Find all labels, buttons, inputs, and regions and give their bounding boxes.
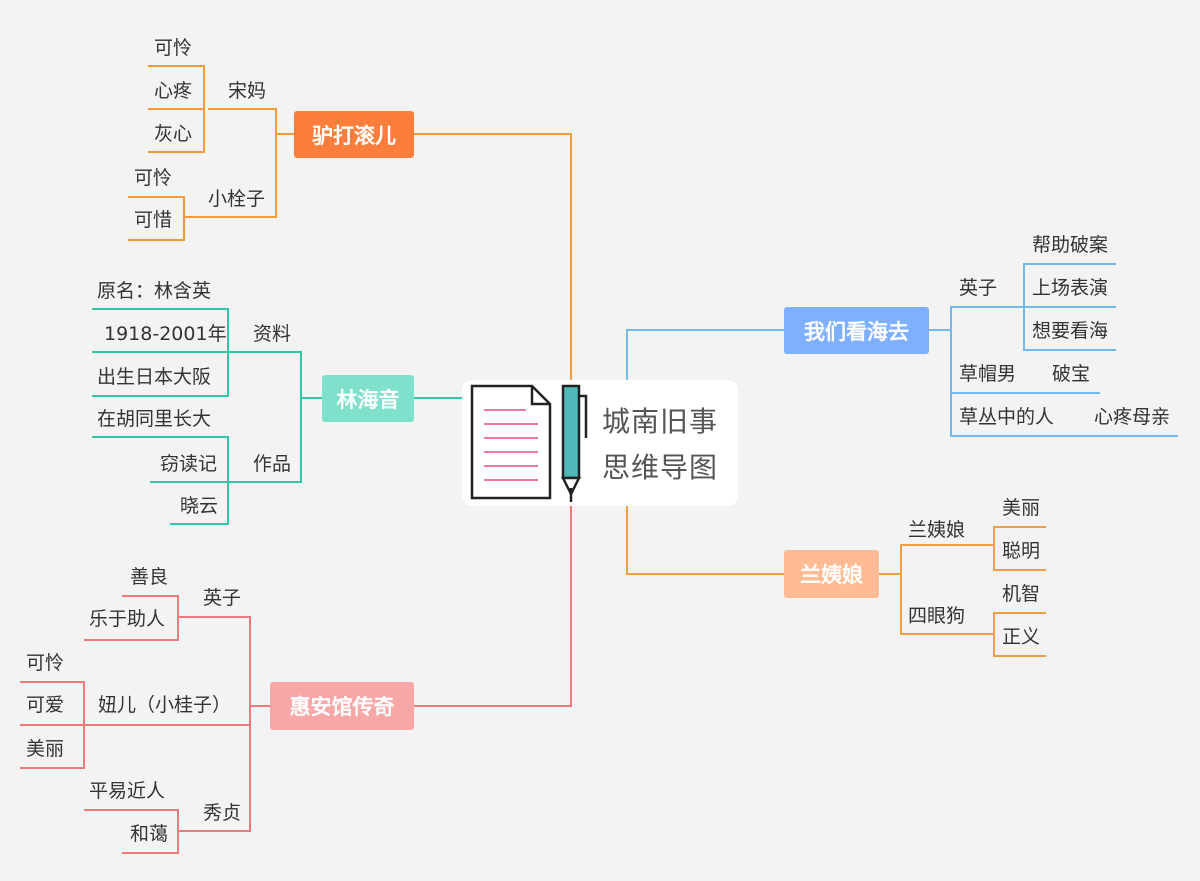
topic-huianguan[interactable]: 惠安馆传奇 (270, 682, 414, 730)
subtopic-lanyiniang-sub[interactable]: 兰姨娘 (908, 519, 966, 541)
subtopic-xiaoshuanzi[interactable]: 小栓子 (208, 188, 266, 210)
leaf-xiuzhen-1[interactable]: 平易近人 (89, 780, 166, 802)
leaf-zuopin-1[interactable]: 在胡同里长大 (97, 408, 212, 430)
subtopic-xiuzhen[interactable]: 秀贞 (203, 802, 242, 824)
connector-kanhai (626, 329, 784, 380)
leaf-zuopin-2[interactable]: 窃读记 (160, 453, 218, 475)
leaf-nier-2[interactable]: 可爱 (26, 694, 65, 716)
leaf-caocong-1[interactable]: 心疼母亲 (1094, 406, 1171, 428)
center-title-line1: 城南旧事 (602, 405, 719, 438)
topic-kanhai[interactable]: 我们看海去 (784, 307, 929, 354)
leaf-ziliao-3[interactable]: 出生日本大阪 (97, 366, 212, 388)
subtopic-caocong[interactable]: 草丛中的人 (959, 406, 1055, 428)
connector-lvdagun (414, 133, 572, 380)
center-title-line2: 思维导图 (602, 451, 719, 484)
leaf-nier-3[interactable]: 美丽 (26, 738, 65, 760)
connector-lanyiniang (626, 506, 784, 575)
subtopic-kanhai-yingzi[interactable]: 英子 (959, 277, 998, 299)
leaf-songma-3[interactable]: 灰心 (154, 123, 193, 145)
leaf-yingzi-1[interactable]: 善良 (130, 566, 169, 588)
leaf-songma-1[interactable]: 可怜 (154, 37, 193, 59)
subtopic-yingzi[interactable]: 英子 (203, 587, 242, 609)
leaf-kanhai-yingzi-3[interactable]: 想要看海 (1032, 320, 1109, 342)
leaf-lanyiniang-2[interactable]: 聪明 (1002, 540, 1041, 562)
leaf-nier-1[interactable]: 可怜 (26, 652, 65, 674)
leaf-xiaoshuanzi-1[interactable]: 可怜 (134, 167, 173, 189)
leaf-kanhai-yingzi-1[interactable]: 帮助破案 (1032, 234, 1109, 256)
subtopic-zuopin[interactable]: 作品 (253, 453, 292, 475)
connector-huianguan (414, 506, 572, 707)
subtopic-songma[interactable]: 宋妈 (228, 80, 267, 102)
leaf-zuopin-3[interactable]: 晓云 (180, 495, 219, 517)
leaf-lanyiniang-1[interactable]: 美丽 (1002, 497, 1041, 519)
topic-lvdagun[interactable]: 驴打滚儿 (294, 111, 414, 158)
leaf-kanhai-yingzi-2[interactable]: 上场表演 (1032, 277, 1109, 299)
leaf-yingzi-2[interactable]: 乐于助人 (89, 608, 166, 630)
topic-linhaiyin[interactable]: 林海音 (322, 375, 414, 422)
leaf-siyangou-1[interactable]: 机智 (1002, 583, 1041, 605)
subtopic-ziliao[interactable]: 资料 (253, 323, 292, 345)
subtopic-siyangou[interactable]: 四眼狗 (908, 605, 966, 627)
subtopic-caomaonan[interactable]: 草帽男 (959, 363, 1017, 385)
leaf-siyangou-2[interactable]: 正义 (1002, 626, 1041, 648)
center-topic[interactable]: 城南旧事 思维导图 (462, 380, 738, 506)
leaf-xiaoshuanzi-2[interactable]: 可惜 (134, 209, 173, 231)
leaf-caomaonan-1[interactable]: 破宝 (1052, 363, 1091, 385)
document-pen-icon (470, 384, 588, 502)
leaf-xiuzhen-2[interactable]: 和蔼 (130, 823, 169, 845)
leaf-ziliao-2[interactable]: 1918-2001年 (104, 323, 227, 345)
subtopic-nier[interactable]: 妞儿（小桂子） (98, 694, 232, 716)
leaf-ziliao-1[interactable]: 原名：林含英 (97, 280, 212, 302)
topic-lanyiniang[interactable]: 兰姨娘 (784, 550, 879, 598)
leaf-songma-2[interactable]: 心疼 (154, 80, 193, 102)
